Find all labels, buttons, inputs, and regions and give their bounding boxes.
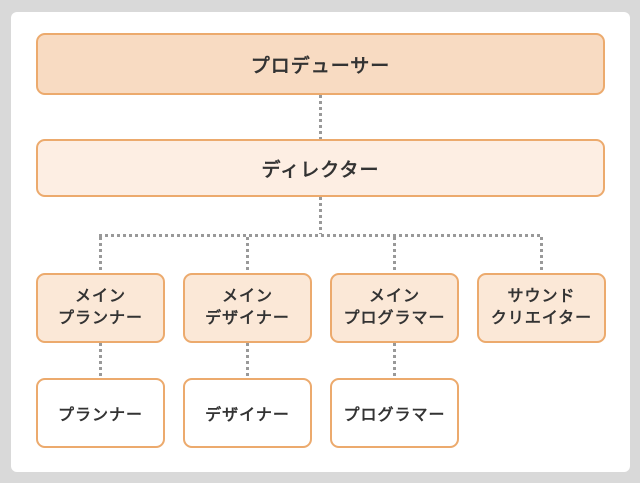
connector-branch-sound-creator (540, 237, 543, 273)
node-producer: プロデューサー (36, 33, 605, 95)
node-director: ディレクター (36, 139, 605, 197)
node-main-designer: メイン デザイナー (183, 273, 312, 343)
connector-main-programmer-programmer (393, 343, 396, 378)
branch-line (99, 234, 543, 237)
node-designer: デザイナー (183, 378, 312, 448)
node-sound-creator: サウンド クリエイター (477, 273, 606, 343)
connector-main-planner-planner (99, 343, 102, 378)
node-planner: プランナー (36, 378, 165, 448)
connector-director-branch (318, 197, 322, 234)
node-main-planner: メイン プランナー (36, 273, 165, 343)
node-programmer: プログラマー (330, 378, 459, 448)
connector-branch-main-designer (246, 237, 249, 273)
connector-branch-main-planner (99, 237, 102, 273)
connector-main-designer-designer (246, 343, 249, 378)
connector-branch-main-programmer (393, 237, 396, 273)
node-main-programmer: メイン プログラマー (330, 273, 459, 343)
connector-producer-director (318, 95, 322, 139)
